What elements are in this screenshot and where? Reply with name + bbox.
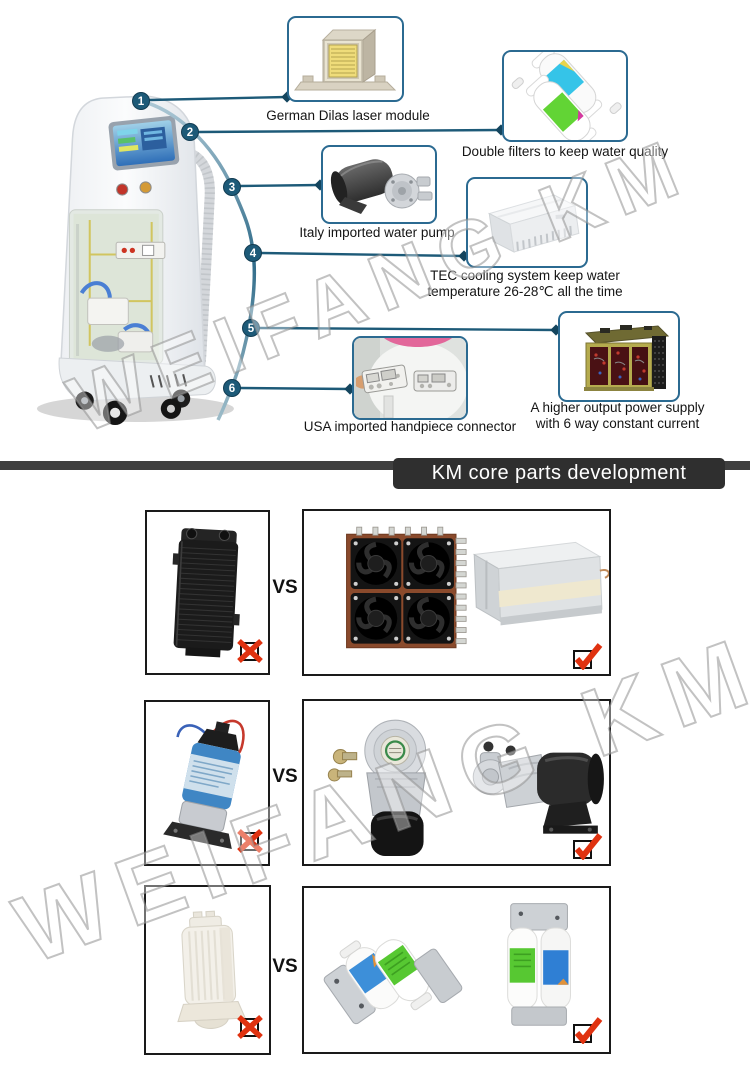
- vs-label-row1: VS: [272, 577, 298, 598]
- approved-check-mark-row3: [573, 1017, 603, 1044]
- plastic-diaphragm-pump-image: [163, 719, 245, 850]
- double-filter-assemblies-image: [323, 903, 572, 1026]
- single-plastic-filter-image: [177, 910, 246, 1029]
- callout-box-power-supply: [558, 311, 680, 402]
- callout-label-handpiece-connector: USA imported handpiece connector: [303, 419, 517, 434]
- comparison-row3-right-box: [302, 886, 611, 1054]
- fan-array: [350, 538, 454, 644]
- callout-label-laser-module: German Dilas laser module: [266, 108, 430, 123]
- banner-bar: [0, 461, 750, 470]
- callout-box-water-pump: [321, 145, 437, 224]
- tec-fan-cooling-and-laser-module-image: [346, 526, 609, 649]
- callout-line-6: [239, 386, 351, 391]
- callout-label-tec-cooling: TEC cooling system keep water temperatur…: [385, 268, 665, 301]
- metal-pump-b: [472, 741, 604, 834]
- vs-label-row2: VS: [272, 766, 298, 787]
- laser-machine-image: [36, 95, 234, 425]
- water-pump-image: [330, 159, 433, 214]
- comparison-row1-right-box: [302, 509, 611, 676]
- comparison-row2-left-box: [144, 700, 270, 866]
- callout-label-water-pump: Italy imported water pump: [299, 225, 455, 240]
- callout-label-power-line2: with 6 way constant current: [535, 416, 700, 432]
- callout-box-double-filters: [502, 50, 628, 142]
- machine-internals-window: [68, 209, 166, 365]
- callout-label-power-line1: A higher output power supply: [530, 400, 705, 415]
- laser-module-block: [472, 541, 609, 626]
- rejected-x-mark-row2: [237, 828, 263, 854]
- handpiece-connector-image: [354, 338, 466, 418]
- tec-cooling-system-image: [487, 194, 580, 253]
- callout-label-double-filters: Double filters to keep water quality: [461, 144, 669, 159]
- vs-label-row3: VS: [272, 956, 298, 977]
- approved-check-mark-row2: [573, 833, 603, 860]
- banner-title: KM core parts development: [431, 462, 687, 484]
- dilas-laser-module-image: [294, 28, 397, 91]
- approved-check-mark-row1: [573, 643, 603, 670]
- comparison-row2-right-box: [302, 699, 611, 866]
- machine-shadow: [36, 395, 234, 422]
- machine-red-button: [116, 183, 129, 196]
- water-cooling-radiator-image: [172, 528, 240, 658]
- six-way-power-supply-image: [584, 325, 670, 391]
- callout-label-power-supply: A higher output power supply with 6 way …: [490, 400, 745, 433]
- banner-title-box: KM core parts development: [393, 458, 725, 489]
- callout-label-tec-line1: TEC cooling system keep water: [430, 268, 620, 283]
- rejected-x-mark-row3: [237, 1014, 263, 1040]
- rejected-x-mark-row1: [237, 638, 263, 664]
- machine-yellow-button: [139, 181, 152, 194]
- callout-line-4: [260, 251, 465, 258]
- imported-metal-water-pumps-image: [327, 719, 604, 856]
- machine-screen: [108, 115, 180, 171]
- filter-assembly-a: [323, 939, 463, 1025]
- callout-box-handpiece-connector: [352, 336, 468, 420]
- callout-label-tec-line2: temperature 26-28℃ all the time: [427, 284, 623, 300]
- callout-box-tec-cooling: [466, 177, 588, 268]
- double-water-filters-image: [511, 52, 622, 140]
- callout-line-5: [258, 326, 557, 332]
- metal-pump-a: [327, 719, 427, 856]
- filter-assembly-b: [507, 903, 572, 1026]
- callout-box-laser-module: [287, 16, 404, 102]
- comparison-row3-left-box: [144, 885, 271, 1055]
